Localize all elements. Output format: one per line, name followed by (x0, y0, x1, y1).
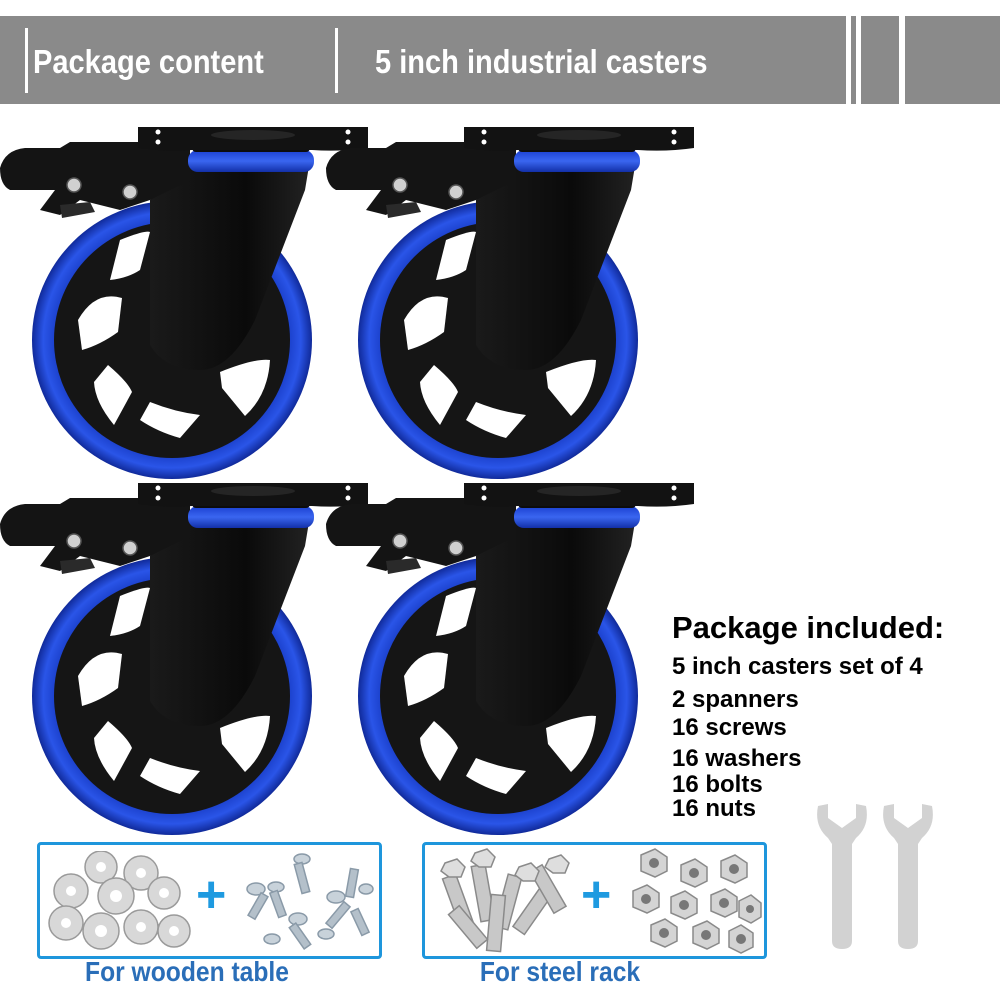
package-included-title: Package included: (672, 610, 945, 645)
hardware-caption-wooden-table: For wooden table (85, 956, 289, 987)
hardware-set-wooden-table: + (37, 842, 382, 959)
plus-icon: + (581, 866, 612, 924)
screws-icon (246, 853, 374, 950)
package-item: 16 screws (672, 714, 787, 741)
bolts-icon (440, 848, 570, 953)
caster-top-left (0, 120, 380, 480)
caster-wheel-icon (326, 126, 695, 480)
spanner-icon (883, 804, 933, 949)
plus-icon: + (196, 866, 227, 924)
spanner-icon (817, 804, 867, 949)
caster-top-right (326, 120, 706, 480)
package-item: 16 bolts (672, 771, 763, 798)
package-item: 5 inch casters set of 4 (672, 653, 923, 680)
header-stripe (846, 16, 851, 104)
header-divider-left (25, 28, 28, 93)
header-title: 5 inch industrial casters (375, 43, 708, 80)
package-item: 16 washers (672, 745, 802, 772)
caster-bottom-left (0, 476, 380, 836)
caster-bottom-right (326, 476, 706, 836)
hardware-caption-steel-rack: For steel rack (479, 956, 641, 987)
washers-icon (48, 851, 191, 950)
caster-wheel-icon (0, 482, 369, 836)
nuts-icon (632, 848, 762, 954)
package-item: 2 spanners (672, 686, 799, 713)
header-stripe (856, 16, 861, 104)
caster-wheel-icon (326, 482, 695, 836)
caster-wheel-icon (0, 126, 369, 480)
header-divider-middle (335, 28, 338, 93)
header-stripe (899, 16, 905, 104)
package-item: 16 nuts (672, 795, 757, 822)
header-banner (0, 16, 1000, 104)
header-label: Package content (33, 43, 264, 80)
hardware-set-steel-rack: + (422, 842, 767, 959)
